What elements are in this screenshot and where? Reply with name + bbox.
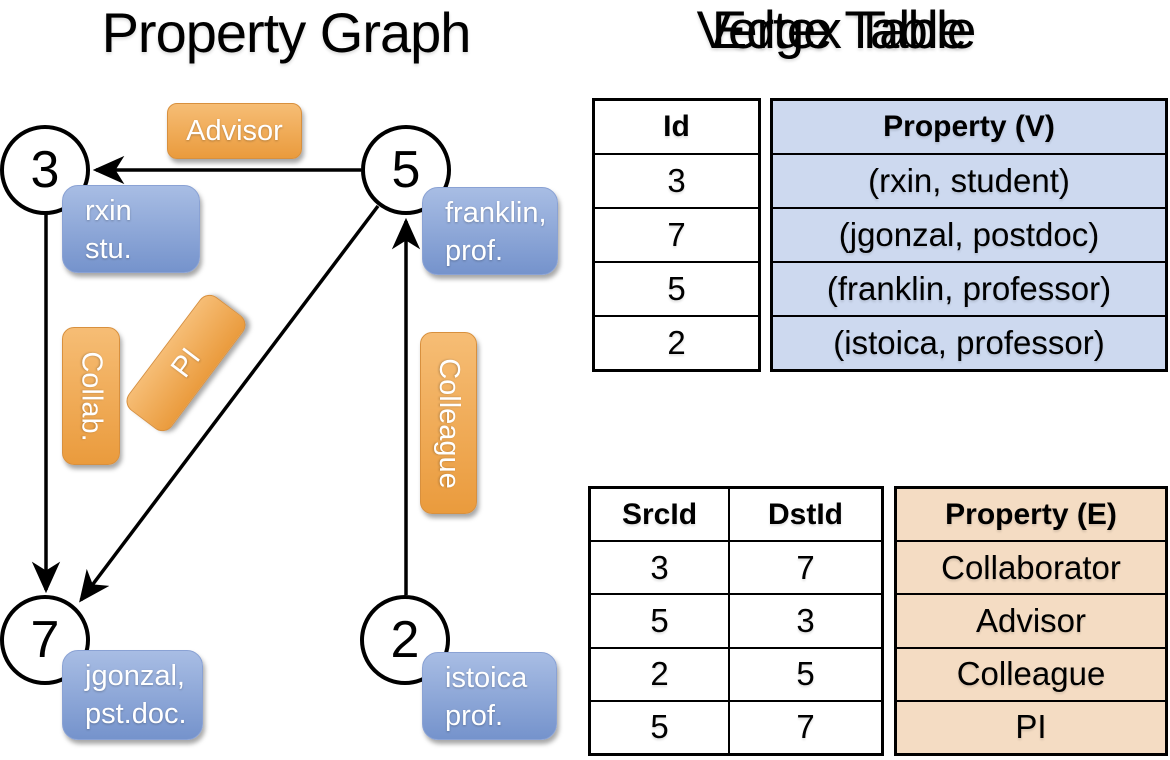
edge-dst-cell: 7 xyxy=(796,548,815,586)
edge-label-advisor-text: Advisor xyxy=(186,114,283,147)
vertex-label-line: stu. xyxy=(85,233,132,265)
vertex-label-line: prof. xyxy=(445,235,504,267)
edge-table-dstid-header: DstId xyxy=(768,497,843,531)
vertex-table-property-header: Property (V) xyxy=(773,101,1165,153)
vertex-label-line: prof. xyxy=(445,700,504,732)
vertex-property-cell: (istoica, professor) xyxy=(773,315,1165,369)
edge-pi-line xyxy=(79,204,380,603)
edge-table-srcid-header: SrcId xyxy=(591,489,730,541)
vertex-table-title: Vertex Table xyxy=(696,1,977,60)
vertex-label-line: franklin, xyxy=(445,197,547,229)
node-id-5: 5 xyxy=(391,141,421,199)
vertex-table: Id 3 7 5 2 Property (V) (rxin, student) … xyxy=(592,98,1168,372)
vertex-property-box-7: jgonzal, pst.doc. xyxy=(62,650,203,740)
edge-src-cell: 5 xyxy=(591,595,730,647)
edge-dst-cell: 5 xyxy=(796,655,815,693)
edge-property-cell: PI xyxy=(897,699,1165,754)
edge-label-pi-text: PI xyxy=(164,342,207,384)
vertex-property-box-5: franklin, prof. xyxy=(422,187,558,275)
vertex-table-id-column: Id 3 7 5 2 xyxy=(592,98,761,372)
edge-label-advisor: Advisor xyxy=(167,103,302,159)
vertex-property-cell: (jgonzal, postdoc) xyxy=(773,207,1165,261)
table-row: 5 7 xyxy=(591,699,881,754)
vertex-table-id-header: Id xyxy=(663,110,690,143)
edge-src-cell: 3 xyxy=(591,542,730,594)
table-row: 5 3 xyxy=(591,593,881,647)
edge-table-property-column: Property (E) Collaborator Advisor Collea… xyxy=(894,486,1168,756)
node-id-7: 7 xyxy=(30,611,60,669)
vertex-property-box-3: rxin stu. xyxy=(62,185,200,273)
vertex-label-line: rxin xyxy=(85,195,132,227)
vertex-id-cell: 7 xyxy=(595,207,758,261)
edge-table-property-header: Property (E) xyxy=(897,489,1165,541)
edge-label-collab: Collab. xyxy=(62,327,120,465)
edge-table-ids-column: SrcId DstId 3 7 5 3 2 5 5 7 xyxy=(588,486,884,756)
vertex-id-cell: 2 xyxy=(595,315,758,369)
edge-label-colleague-text: Colleague xyxy=(433,357,466,489)
table-row: 2 5 xyxy=(591,646,881,700)
edge-property-cell: Advisor xyxy=(897,593,1165,647)
edge-src-cell: 2 xyxy=(591,648,730,700)
edge-label-colleague: Colleague xyxy=(420,332,477,514)
edge-table-title: Edge Table xyxy=(711,1,967,60)
vertex-label-line: istoica xyxy=(445,662,528,694)
table-row: 3 7 xyxy=(591,540,881,594)
node-id-3: 3 xyxy=(30,141,60,199)
edge-src-cell: 5 xyxy=(591,701,730,754)
vertex-property-cell: (franklin, professor) xyxy=(773,261,1165,315)
vertex-table-property-column: Property (V) (rxin, student) (jgonzal, p… xyxy=(770,98,1168,372)
vertex-property-box-2: istoica prof. xyxy=(422,652,557,740)
vertex-id-cell: 5 xyxy=(595,261,758,315)
node-id-2: 2 xyxy=(390,611,420,669)
edge-label-collab-text: Collab. xyxy=(75,350,108,442)
edge-property-cell: Collaborator xyxy=(897,540,1165,594)
edge-dst-cell: 3 xyxy=(796,602,815,639)
vertex-property-cell: (rxin, student) xyxy=(773,153,1165,207)
vertex-id-cell: 3 xyxy=(595,153,758,207)
vertex-label-line: jgonzal, xyxy=(85,660,185,692)
graph-title: Property Graph xyxy=(101,1,472,64)
edge-property-cell: Colleague xyxy=(897,646,1165,700)
edge-dst-cell: 7 xyxy=(796,708,815,746)
vertex-label-line: pst.doc. xyxy=(85,698,187,730)
edge-table: SrcId DstId 3 7 5 3 2 5 5 7 Property (E)… xyxy=(588,486,1168,756)
